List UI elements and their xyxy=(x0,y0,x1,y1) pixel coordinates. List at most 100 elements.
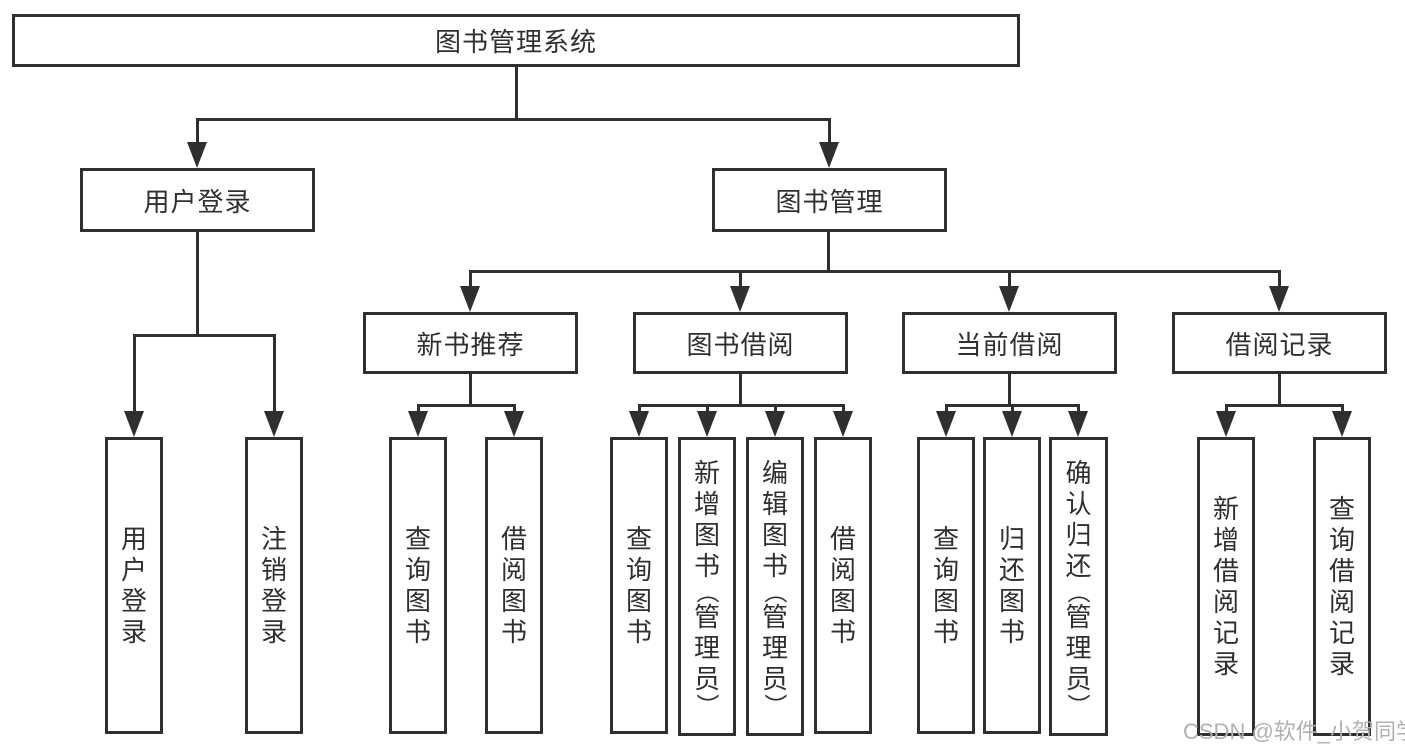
leaf-borrow-query-books: 查询图书 xyxy=(610,437,668,734)
node-user-login: 用户登录 xyxy=(80,168,315,232)
arrowhead-down-icon xyxy=(1068,411,1088,437)
vertical-char: 增 xyxy=(693,489,720,519)
leaf-current-confirm-return-admin: 确认归还（管理员） xyxy=(1049,437,1108,736)
leaf-newbooks-query-books: 查询图书 xyxy=(389,437,447,734)
arrowhead-down-icon xyxy=(1002,411,1022,437)
vertical-char: 确 xyxy=(1065,458,1092,488)
leaf-current-query-books: 查询图书 xyxy=(917,437,975,734)
connector-vline xyxy=(513,404,516,414)
connector-vline xyxy=(133,334,136,414)
node-borrow-records: 借阅记录 xyxy=(1172,312,1387,374)
arrowhead-down-icon xyxy=(1216,411,1236,437)
vertical-char: 询 xyxy=(1328,524,1355,555)
arrowhead-down-icon xyxy=(264,411,284,437)
vertical-char: 录 xyxy=(260,616,287,647)
vertical-char: 员 xyxy=(761,664,788,694)
vertical-char: 书 xyxy=(932,616,959,647)
connector-vline xyxy=(945,404,948,414)
arrowhead-down-icon xyxy=(408,411,428,437)
leaf-records-query-record: 查询借阅记录 xyxy=(1313,437,1371,736)
arrowhead-down-icon xyxy=(697,411,717,437)
vertical-char: 记 xyxy=(1212,617,1239,648)
arrowhead-down-icon xyxy=(1269,286,1289,312)
vertical-char: 辑 xyxy=(761,489,788,519)
vertical-char: 询 xyxy=(625,554,652,585)
vertical-char: 书 xyxy=(693,551,720,581)
vertical-char: 户 xyxy=(120,554,147,585)
vertical-char: （ xyxy=(1065,580,1092,604)
vertical-char: 查 xyxy=(1328,493,1355,524)
vertical-char: 图 xyxy=(693,520,720,550)
connector-vline xyxy=(417,404,420,414)
vertical-char: 询 xyxy=(404,554,431,585)
vertical-char: 图 xyxy=(998,585,1025,616)
vertical-char: 新 xyxy=(693,458,720,488)
connector-vline xyxy=(739,270,742,290)
vertical-char: 录 xyxy=(1212,648,1239,679)
arrowhead-down-icon xyxy=(936,411,956,437)
vertical-char: 用 xyxy=(120,523,147,554)
vertical-char: 销 xyxy=(260,554,287,585)
vertical-char: 图 xyxy=(500,585,527,616)
connector-vline xyxy=(774,404,777,414)
vertical-char: 认 xyxy=(1065,489,1092,519)
arrowhead-down-icon xyxy=(819,142,839,168)
vertical-char: 借 xyxy=(500,523,527,554)
vertical-char: 员 xyxy=(1065,664,1092,694)
vertical-char: 询 xyxy=(932,554,959,585)
leaf-user-login: 用户登录 xyxy=(105,437,163,734)
arrowhead-down-icon xyxy=(1332,411,1352,437)
connector-hline xyxy=(1225,404,1344,407)
connector-vline xyxy=(196,118,199,147)
vertical-char: 借 xyxy=(1328,555,1355,586)
vertical-char: 还 xyxy=(1065,551,1092,581)
connector-hline xyxy=(417,404,516,407)
vertical-char: 图 xyxy=(829,585,856,616)
connector-hline xyxy=(638,404,845,407)
connector-vline xyxy=(1278,374,1281,405)
connector-hline xyxy=(196,118,831,121)
vertical-char: 理 xyxy=(693,633,720,663)
vertical-char: 新 xyxy=(1212,493,1239,524)
arrowhead-down-icon xyxy=(730,286,750,312)
connector-vline xyxy=(842,404,845,414)
connector-vline xyxy=(273,334,276,414)
watermark-text: CSDN @软件_小贺同学 xyxy=(1183,719,1405,744)
connector-vline xyxy=(515,67,518,118)
vertical-char: 阅 xyxy=(829,554,856,585)
vertical-char: 查 xyxy=(932,523,959,554)
connector-vline xyxy=(638,404,641,414)
leaf-borrow-add-books-admin: 新增图书（管理员） xyxy=(678,437,736,736)
vertical-char: 图 xyxy=(625,585,652,616)
arrowhead-down-icon xyxy=(124,411,144,437)
connector-vline xyxy=(706,404,709,414)
vertical-char: 图 xyxy=(404,585,431,616)
node-book-management: 图书管理 xyxy=(712,168,947,232)
vertical-char: 查 xyxy=(404,523,431,554)
vertical-char: 理 xyxy=(761,633,788,663)
vertical-char: 查 xyxy=(625,523,652,554)
vertical-char: 书 xyxy=(625,616,652,647)
connector-vline xyxy=(827,232,830,270)
connector-vline xyxy=(1077,404,1080,414)
node-new-book-recommend: 新书推荐 xyxy=(363,312,578,374)
connector-vline xyxy=(1008,270,1011,290)
connector-hline xyxy=(133,334,276,337)
vertical-char: 归 xyxy=(998,523,1025,554)
node-current-borrow: 当前借阅 xyxy=(902,312,1117,374)
vertical-char: 录 xyxy=(120,616,147,647)
arrowhead-down-icon xyxy=(999,286,1019,312)
leaf-borrow-edit-books-admin: 编辑图书（管理员） xyxy=(746,437,804,736)
vertical-char: 编 xyxy=(761,458,788,488)
arrowhead-down-icon xyxy=(504,411,524,437)
connector-vline xyxy=(739,374,742,405)
vertical-char: 管 xyxy=(1065,602,1092,632)
leaf-logout: 注销登录 xyxy=(245,437,303,734)
connector-vline xyxy=(196,232,199,335)
vertical-char: 注 xyxy=(260,523,287,554)
connector-vline xyxy=(469,374,472,405)
leaf-borrow-borrow-books: 借阅图书 xyxy=(814,437,872,734)
vertical-char: 还 xyxy=(998,554,1025,585)
connector-hline xyxy=(469,270,1280,273)
connector-vline xyxy=(1225,404,1228,414)
